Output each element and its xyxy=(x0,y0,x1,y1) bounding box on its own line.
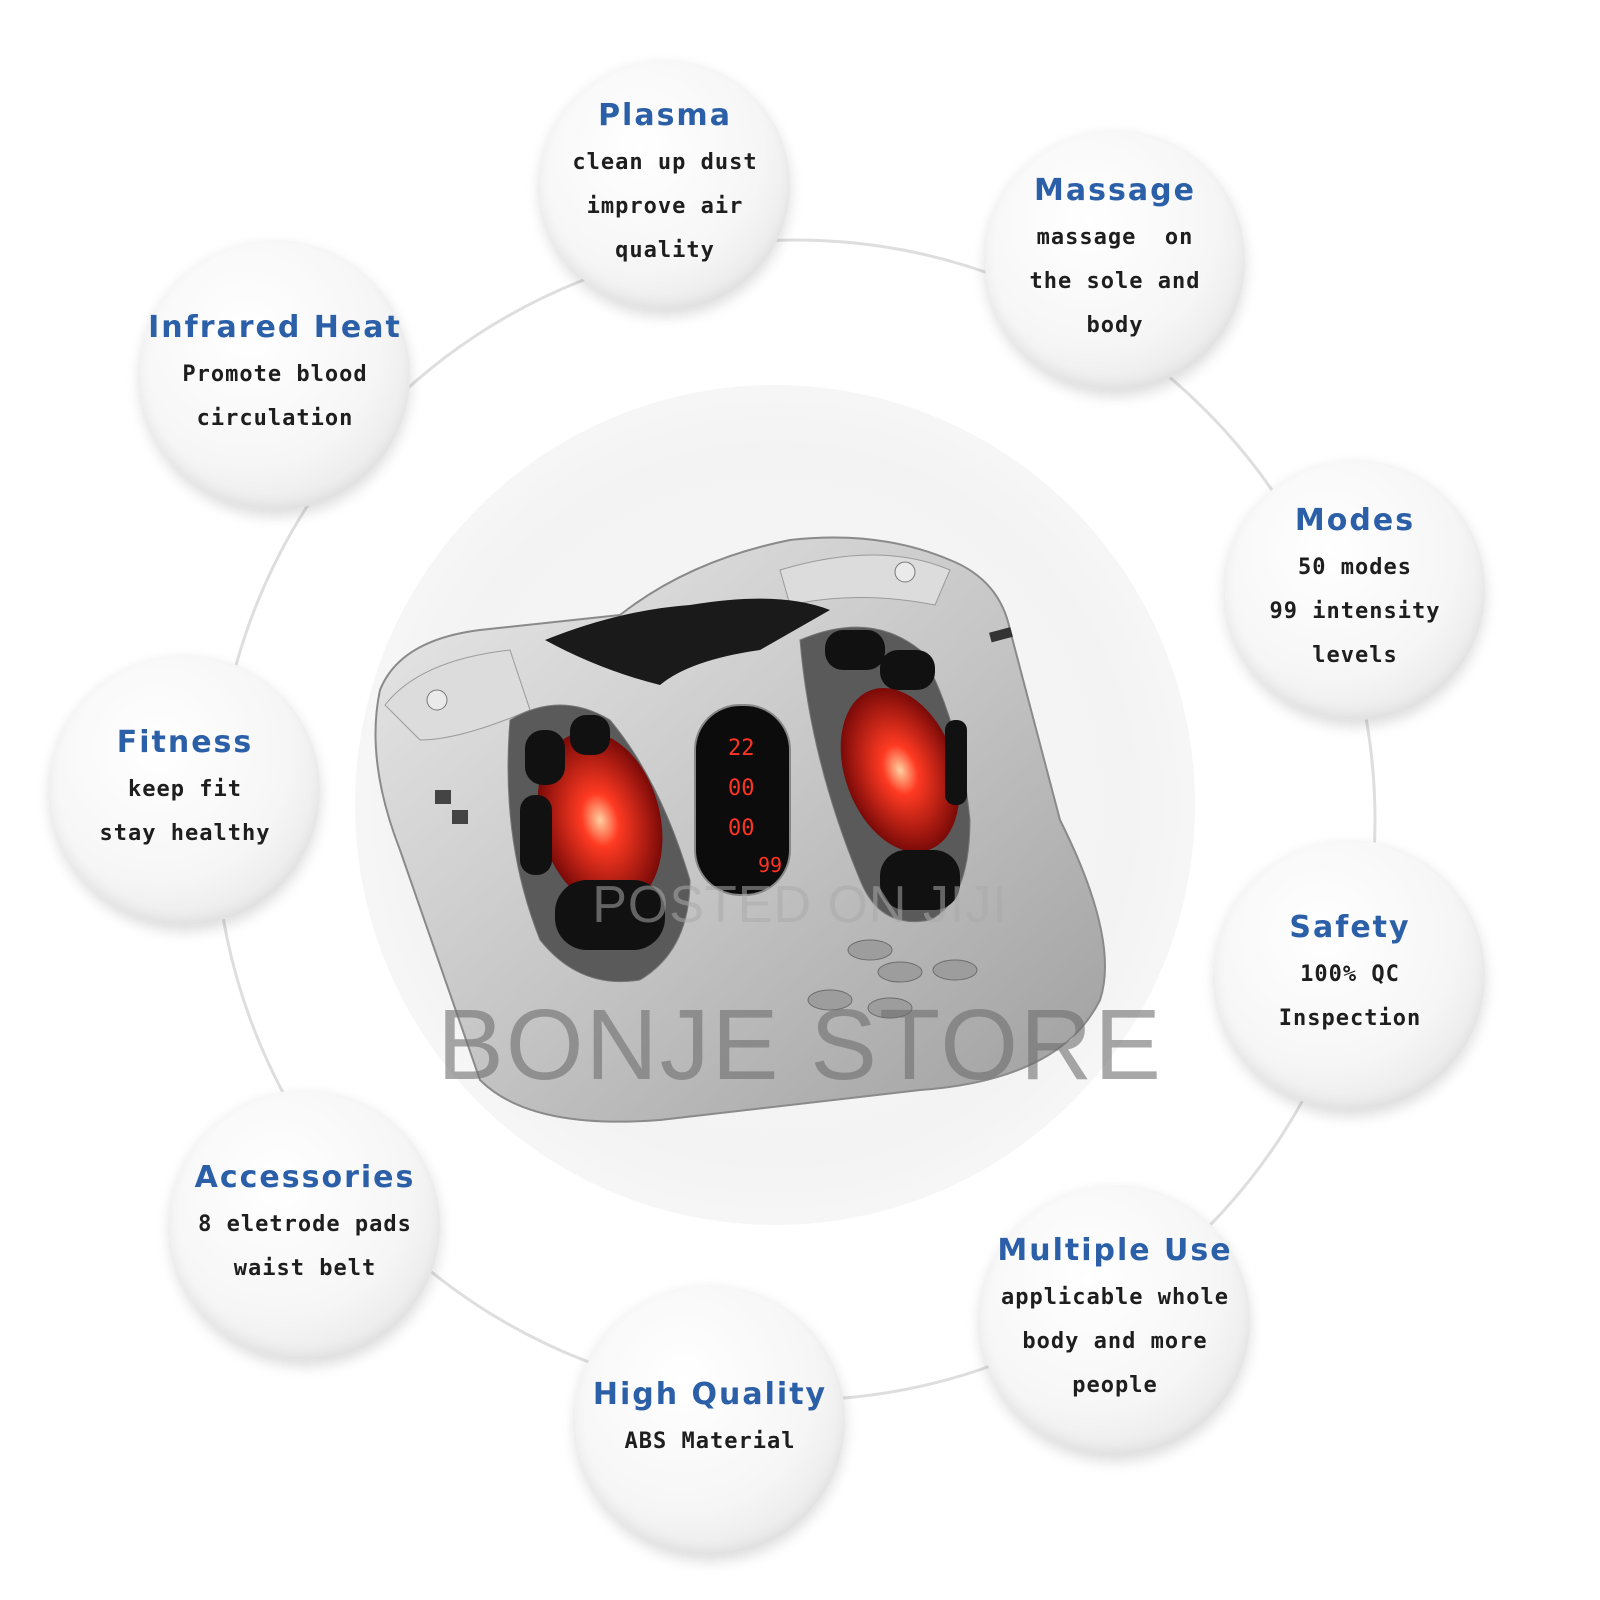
feature-line: the sole and xyxy=(1029,268,1201,294)
feature-bubble-multiple-use: Multiple Use applicable whole body and m… xyxy=(980,1185,1250,1455)
feature-line: 8 eletrode pads xyxy=(198,1211,412,1237)
feature-line: quality xyxy=(615,237,715,263)
feature-line: 100% QC xyxy=(1300,961,1400,987)
feature-line: stay healthy xyxy=(99,820,271,846)
watermark-store: BONJE STORE xyxy=(437,989,1163,1101)
feature-title: Modes xyxy=(1294,502,1416,538)
feature-bubble-safety: Safety 100% QC Inspection xyxy=(1215,840,1485,1110)
display-line-1: 22 xyxy=(728,736,755,761)
feature-bubble-fitness: Fitness keep fit stay healthy xyxy=(50,655,320,925)
feature-title: High Quality xyxy=(592,1376,828,1412)
feature-line: body xyxy=(1086,312,1144,338)
feature-bubble-infrared-heat: Infrared Heat Promote blood circulation xyxy=(140,240,410,510)
feature-bubble-high-quality: High Quality ABS Material xyxy=(575,1285,845,1555)
watermark-posted: POSTED ON JIJI xyxy=(592,876,1008,934)
feature-line: applicable whole xyxy=(1001,1284,1229,1310)
feature-line: waist belt xyxy=(233,1255,377,1281)
feature-line: body and more xyxy=(1022,1328,1208,1354)
feature-title: Multiple Use xyxy=(997,1232,1233,1268)
feature-line: ABS Material xyxy=(624,1428,796,1454)
display-line-2: 00 xyxy=(728,776,755,801)
feature-line: improve air xyxy=(586,193,744,219)
feature-title: Accessories xyxy=(194,1159,416,1195)
feature-line: Promote blood xyxy=(182,361,368,387)
feature-line: clean up dust xyxy=(572,149,758,175)
feature-bubble-modes: Modes 50 modes 99 intensity levels xyxy=(1225,460,1485,720)
feature-title: Safety xyxy=(1289,909,1411,945)
feature-line: people xyxy=(1072,1372,1158,1398)
feature-title: Fitness xyxy=(116,724,254,760)
feature-bubble-plasma: Plasma clean up dust improve air quality xyxy=(540,60,790,310)
foot-massager-image: 22 00 00 99 xyxy=(374,536,1106,1123)
feature-title: Plasma xyxy=(598,97,732,133)
display-line-3: 00 xyxy=(728,816,755,841)
feature-line: keep fit xyxy=(128,776,242,802)
display-line-4: 99 xyxy=(758,853,782,877)
feature-title: Infrared Heat xyxy=(148,309,402,345)
feature-bubble-massage: Massage massage on the sole and body xyxy=(985,130,1245,390)
feature-line: Inspection xyxy=(1278,1005,1422,1031)
feature-line: levels xyxy=(1312,642,1398,668)
feature-line: 99 intensity xyxy=(1269,598,1441,624)
feature-line: circulation xyxy=(196,405,354,431)
feature-bubble-accessories: Accessories 8 eletrode pads waist belt xyxy=(170,1090,440,1360)
feature-line: 50 modes xyxy=(1298,554,1412,580)
feature-line: massage on xyxy=(1036,224,1194,250)
feature-title: Massage xyxy=(1034,172,1196,208)
